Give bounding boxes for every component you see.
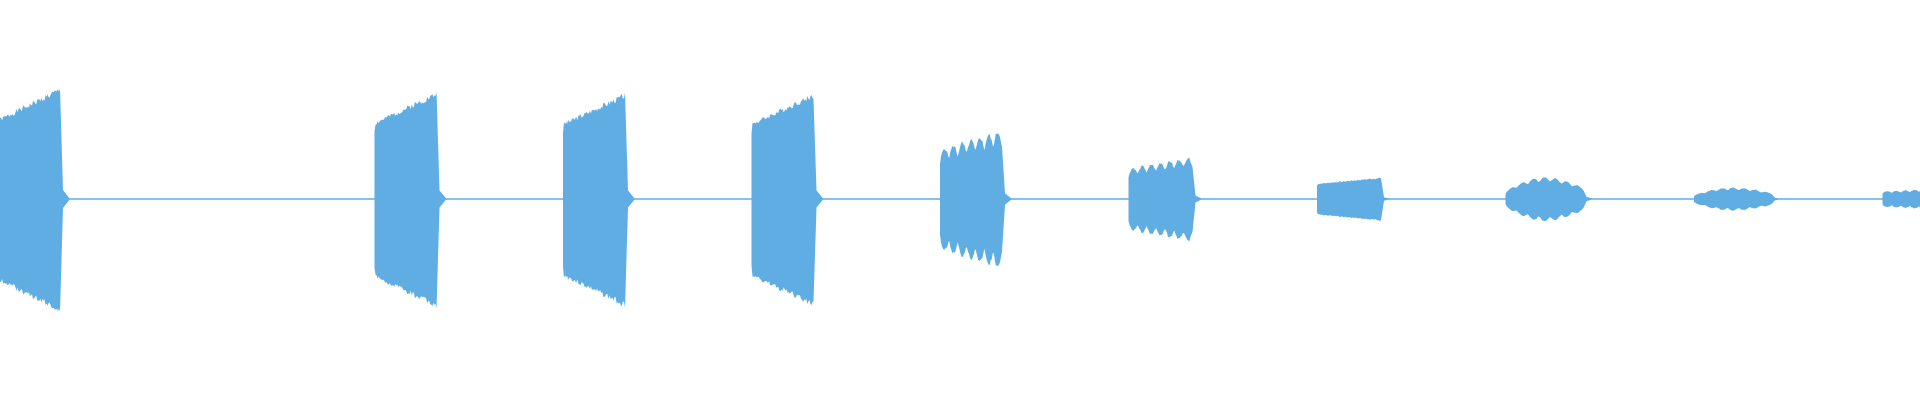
waveform-burst [1882,189,1920,209]
waveform-burst [0,88,70,312]
waveform-burst [940,133,1012,266]
waveform-burst [374,92,447,309]
waveform-burst [1505,177,1594,222]
waveform-burst [751,94,824,306]
waveform-burst [1317,177,1391,221]
waveform-burst [1694,187,1782,211]
waveform-burst [1128,157,1203,242]
waveform-burst [563,92,635,308]
